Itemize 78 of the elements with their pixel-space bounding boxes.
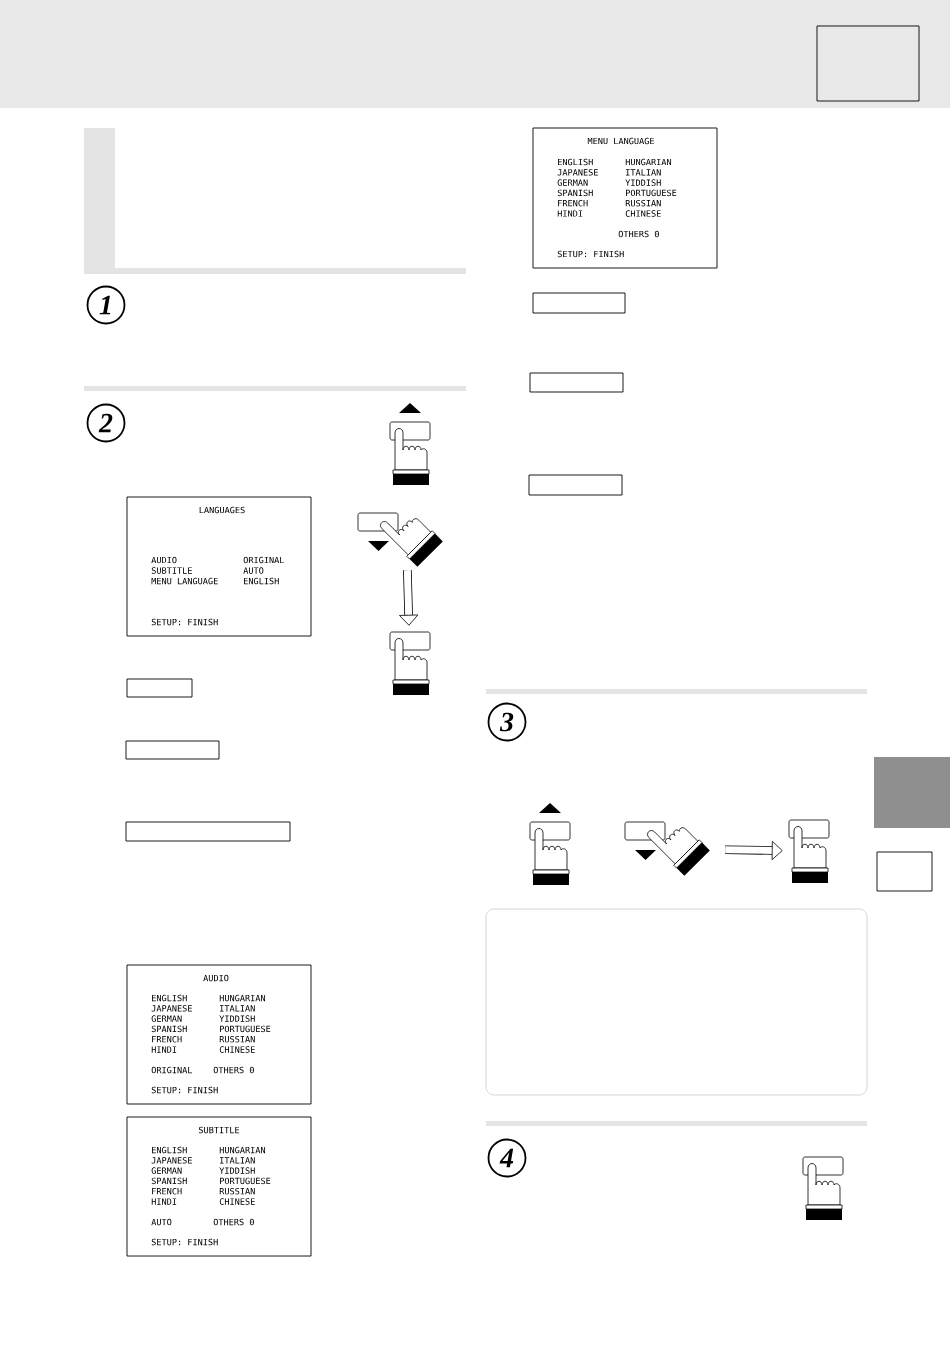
screen-text: SETUP: FINISH [151,1086,218,1094]
screen-text: ENGLISH [152,994,187,1002]
screen-text: HUNGARIAN [219,1146,266,1154]
screen-text: SPANISH [151,1025,187,1033]
screen-text: OTHERS 0 [618,230,659,238]
screen-text: ORIGINAL [151,1066,193,1074]
step-number: 2 [86,403,126,443]
screen-text: ENGLISH [244,577,279,585]
screen-text: AUDIO [151,556,177,564]
screen-text: JAPANESE [151,1157,192,1164]
screen-text: GERMAN [151,1015,182,1022]
screen-text: MENU LANGUAGE [151,577,218,585]
screen-text: YIDDISH [219,1015,255,1022]
screen-text: CHINESE [219,1046,255,1053]
label-box [125,740,220,760]
screen-title: SUBTITLE [198,1126,240,1134]
screen-text: ENGLISH [152,1146,187,1154]
screen-text: HINDI [557,210,583,217]
hand-pressing-button-drawing [389,631,431,695]
screen-title: LANGUAGES [199,506,245,514]
screen-text: SPANISH [151,1177,187,1185]
hand-pressing-button-drawing [529,803,571,885]
screen-text: AUTO [243,567,264,574]
screen-text: CHINESE [625,210,661,217]
screen-text: RUSSIAN [219,1187,255,1195]
screen-text: ITALIAN [626,169,661,176]
step-number: 1 [86,285,126,325]
hand-pressing-button-drawing [389,403,431,485]
screen-title: AUDIO [203,974,229,982]
screen-text: SPANISH [557,189,593,197]
screen-text: RUSSIAN [625,199,661,207]
screen-text: YIDDISH [219,1167,255,1174]
label-box [126,678,193,698]
hollow-arrow [399,570,419,626]
screen-text: SUBTITLE [151,567,192,574]
screen-text: JAPANESE [557,169,598,176]
screen-text: OTHERS 0 [213,1218,254,1226]
screen-text: OTHERS 0 [213,1066,254,1074]
hollow-arrow [725,840,783,861]
screen-text: GERMAN [557,179,588,186]
hand-pressing-button-drawing [624,821,710,876]
label-box [532,292,626,314]
label-box [876,851,933,892]
screen-text: FRENCH [152,1035,182,1043]
screen-text: HINDI [151,1198,177,1205]
screen-text: HINDI [151,1046,177,1053]
screen-text: ITALIAN [220,1157,255,1164]
label-box [125,821,291,842]
screen-text: PORTUGUESE [220,1177,271,1185]
screen-title: MENU LANGUAGE [587,137,654,145]
label-box [529,372,624,393]
screen-text: FRENCH [558,199,588,207]
screen-text: ORIGINAL [243,556,285,564]
hand-pressing-button-drawing [788,819,830,883]
screen-text: HUNGARIAN [219,994,266,1002]
step-number: 4 [487,1138,527,1178]
screen-text: SETUP: FINISH [151,618,218,626]
screen-text: CHINESE [219,1198,255,1205]
screen-text: FRENCH [152,1187,182,1195]
hand-pressing-button-drawing [357,512,443,567]
screen-text: ITALIAN [220,1005,255,1012]
side-tab [874,757,950,828]
label-box [816,25,920,102]
screen-text: RUSSIAN [219,1035,255,1043]
screen-text: SETUP: FINISH [151,1238,218,1246]
screen-text: ENGLISH [558,158,593,166]
label-box [528,474,623,496]
hand-pressing-button-drawing [802,1156,844,1220]
note-box [485,908,868,1096]
screen-text: YIDDISH [625,179,661,186]
screen-text: PORTUGUESE [220,1025,271,1033]
screen-text: JAPANESE [151,1005,192,1012]
screen-text: AUTO [151,1218,172,1226]
screen-text: GERMAN [151,1167,182,1174]
step-number: 3 [487,702,527,742]
screen-text: HUNGARIAN [625,158,672,166]
screen-text: PORTUGUESE [626,189,677,197]
screen-text: SETUP: FINISH [557,250,624,258]
